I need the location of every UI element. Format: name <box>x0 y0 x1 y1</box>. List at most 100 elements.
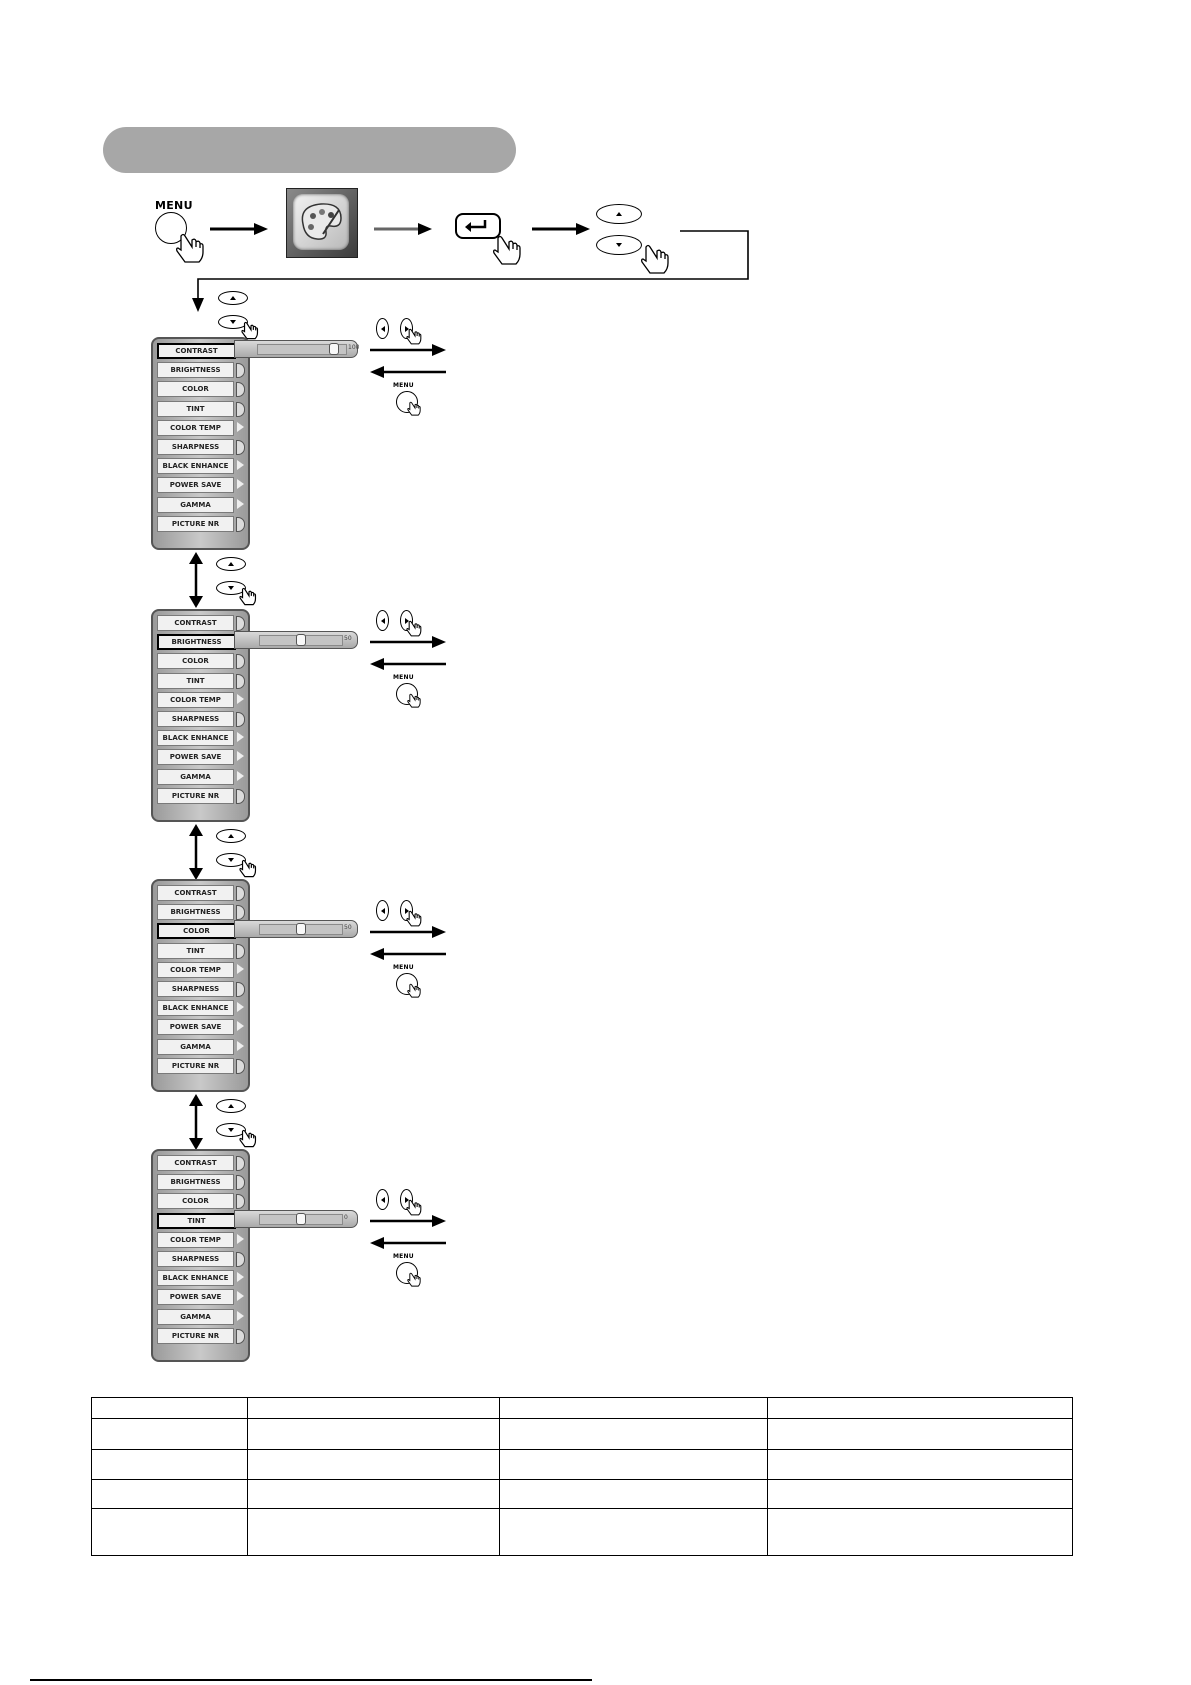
right-button[interactable] <box>400 900 413 921</box>
osd-item-gamma[interactable]: GAMMA <box>157 768 234 785</box>
flow-connector <box>192 230 749 312</box>
updown-arrow <box>189 552 203 608</box>
osd-item-picture-nr[interactable]: PICTURE NR <box>157 787 234 804</box>
down-button[interactable] <box>218 315 248 329</box>
picture-osd-menu: CONTRAST BRIGHTNESS COLOR TINT COLOR TEMP SHA… <box>151 337 250 550</box>
table-cell <box>90 1418 249 1450</box>
osd-item-power-save[interactable]: POWER SAVE <box>157 1289 234 1306</box>
osd-item-color[interactable]: COLOR <box>157 923 236 940</box>
pointing-hand-icon <box>239 587 257 606</box>
menu-button-label: MENU <box>393 964 414 971</box>
left-button[interactable] <box>376 318 389 339</box>
item-tab-icon <box>236 363 245 379</box>
up-button[interactable] <box>216 557 246 571</box>
osd-item-gamma[interactable]: GAMMA <box>157 496 234 513</box>
up-button[interactable] <box>216 1099 246 1113</box>
right-arrow-icon <box>404 907 409 914</box>
up-button[interactable] <box>596 204 642 224</box>
osd-item-tint[interactable]: TINT <box>157 1212 236 1229</box>
osd-item-sharpness[interactable]: SHARPNESS <box>157 439 234 455</box>
osd-item-black-enhance[interactable]: BLACK ENHANCE <box>157 458 234 475</box>
osd-item-color-temp[interactable]: COLOR TEMP <box>157 691 234 708</box>
osd-item-brightness[interactable]: BRIGHTNESS <box>157 904 234 921</box>
osd-item-power-save[interactable]: POWER SAVE <box>157 749 234 766</box>
osd-item-sharpness[interactable]: SHARPNESS <box>157 981 234 997</box>
table-row <box>90 1397 1074 1419</box>
osd-item-black-enhance[interactable]: BLACK ENHANCE <box>157 730 234 747</box>
pointing-hand-icon <box>407 693 421 708</box>
osd-item-color[interactable]: COLOR <box>157 381 234 398</box>
left-button[interactable] <box>376 610 389 631</box>
menu-button[interactable] <box>155 212 187 244</box>
osd-item-power-save[interactable]: POWER SAVE <box>157 477 234 494</box>
submenu-arrow-icon <box>237 1021 244 1032</box>
osd-item-contrast[interactable]: CONTRAST <box>157 343 236 359</box>
osd-item-picture-nr[interactable]: PICTURE NR <box>157 1057 234 1074</box>
submenu-arrow-icon <box>237 1291 244 1302</box>
down-button[interactable] <box>596 235 642 255</box>
pointing-hand-icon <box>406 328 422 345</box>
item-tab-icon <box>236 1175 245 1191</box>
down-button[interactable] <box>216 1123 246 1137</box>
value-slider[interactable]: 0 <box>234 1209 358 1228</box>
left-button[interactable] <box>376 1189 389 1210</box>
up-button[interactable] <box>218 291 248 305</box>
osd-item-sharpness[interactable]: SHARPNESS <box>157 711 234 727</box>
left-arrow-icon <box>380 907 385 914</box>
value-slider[interactable]: 50 <box>234 631 358 650</box>
pointing-hand-icon <box>406 1199 422 1216</box>
item-tab-icon <box>236 905 245 921</box>
left-button[interactable] <box>376 900 389 921</box>
submenu-arrow-icon <box>237 732 244 743</box>
osd-item-tint[interactable]: TINT <box>157 400 234 417</box>
osd-item-contrast[interactable]: CONTRAST <box>157 885 234 901</box>
table-cell <box>90 1508 249 1556</box>
osd-item-color-temp[interactable]: COLOR TEMP <box>157 961 234 978</box>
submenu-arrow-icon <box>237 770 244 781</box>
slider-thumb[interactable] <box>296 634 306 647</box>
osd-item-brightness[interactable]: BRIGHTNESS <box>157 362 234 379</box>
table-cell <box>247 1449 500 1480</box>
osd-item-contrast[interactable]: CONTRAST <box>157 1155 234 1171</box>
osd-item-gamma[interactable]: GAMMA <box>157 1038 234 1055</box>
down-arrow-icon <box>228 586 234 590</box>
slider-thumb[interactable] <box>296 923 306 936</box>
up-button[interactable] <box>216 829 246 843</box>
osd-item-picture-nr[interactable]: PICTURE NR <box>157 1327 234 1344</box>
picture-menu-icon[interactable] <box>286 188 358 258</box>
enter-icon <box>465 220 487 232</box>
enter-button[interactable] <box>455 213 501 239</box>
osd-item-color[interactable]: COLOR <box>157 1193 234 1210</box>
slider-thumb[interactable] <box>296 1212 306 1225</box>
osd-item-contrast[interactable]: CONTRAST <box>157 615 234 631</box>
osd-item-power-save[interactable]: POWER SAVE <box>157 1019 234 1036</box>
osd-item-picture-nr[interactable]: PICTURE NR <box>157 515 234 532</box>
pointing-hand-icon <box>407 1272 421 1287</box>
osd-item-sharpness[interactable]: SHARPNESS <box>157 1251 234 1267</box>
osd-item-tint[interactable]: TINT <box>157 672 234 689</box>
value-slider[interactable]: 50 <box>234 920 358 939</box>
value-slider[interactable]: 100 <box>234 340 359 358</box>
down-button[interactable] <box>216 853 246 867</box>
footer-rule <box>30 1679 592 1681</box>
osd-item-brightness[interactable]: BRIGHTNESS <box>157 1174 234 1191</box>
osd-item-tint[interactable]: TINT <box>157 942 234 959</box>
osd-item-black-enhance[interactable]: BLACK ENHANCE <box>157 1000 234 1017</box>
osd-item-black-enhance[interactable]: BLACK ENHANCE <box>157 1270 234 1287</box>
submenu-arrow-icon <box>237 1002 244 1013</box>
item-tab-icon <box>236 654 245 670</box>
table-row <box>90 1418 1074 1450</box>
table-cell <box>90 1449 249 1480</box>
osd-item-color-temp[interactable]: COLOR TEMP <box>157 1231 234 1248</box>
osd-item-gamma[interactable]: GAMMA <box>157 1308 234 1325</box>
down-button[interactable] <box>216 581 246 595</box>
slider-thumb[interactable] <box>329 343 339 355</box>
item-tab-icon <box>236 943 245 959</box>
menu-button-label: MENU <box>393 382 414 389</box>
osd-item-brightness[interactable]: BRIGHTNESS <box>157 634 236 651</box>
submenu-arrow-icon <box>237 460 244 471</box>
osd-item-color-temp[interactable]: COLOR TEMP <box>157 419 234 436</box>
osd-item-color[interactable]: COLOR <box>157 653 234 670</box>
item-tab-icon <box>236 1328 245 1344</box>
submenu-arrow-icon <box>237 963 244 974</box>
